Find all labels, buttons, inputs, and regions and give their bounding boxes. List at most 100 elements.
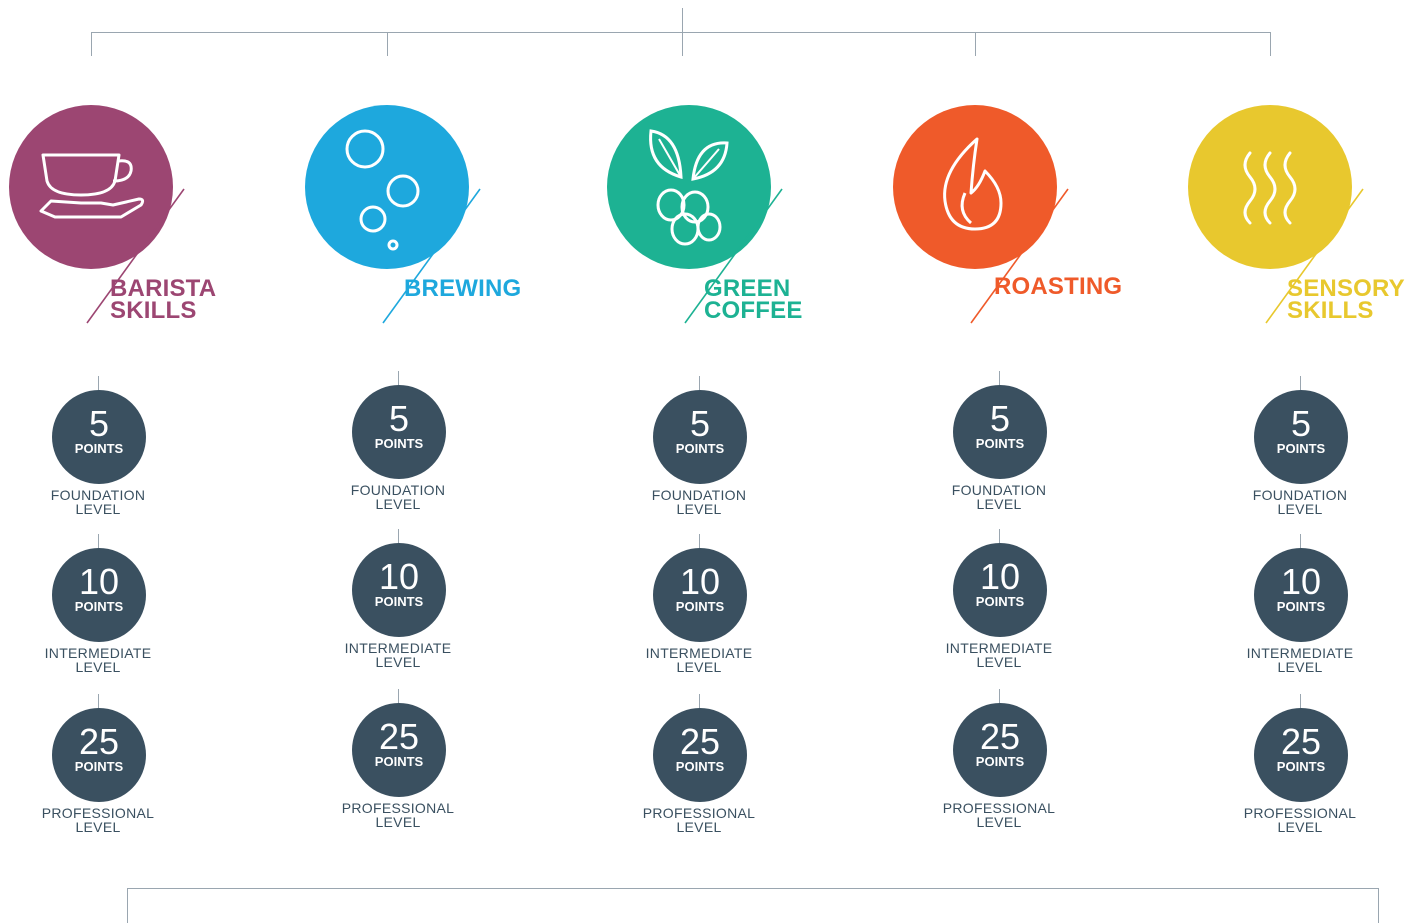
aroma-waves-icon xyxy=(1243,151,1297,225)
points-value: 10 xyxy=(679,561,721,602)
points-unit: POINTS xyxy=(975,594,1025,609)
level-connector-line xyxy=(98,534,99,548)
level-label-line2: LEVEL xyxy=(375,654,421,670)
level-connector-line xyxy=(699,694,700,708)
roasting-emblem-graphic xyxy=(893,105,1069,324)
level-label-line2: LEVEL xyxy=(75,659,121,675)
green-coffee-title-line2: COFFEE xyxy=(704,297,803,324)
level-connector-line xyxy=(699,534,700,548)
level-connector-line xyxy=(1300,534,1301,548)
points-value: 10 xyxy=(1280,561,1322,602)
bottom-drop-right xyxy=(1378,888,1379,923)
level-label-line1: FOUNDATION xyxy=(651,487,747,503)
leaves-and-beans-icon xyxy=(649,129,729,246)
top-bracket-line xyxy=(91,32,1271,33)
points-unit: POINTS xyxy=(74,441,124,456)
bottom-drop-left xyxy=(127,888,128,923)
level-label-line1: INTERMEDIATE xyxy=(344,640,452,656)
top-drop-line-4 xyxy=(975,32,976,56)
brewing-emblem-graphic xyxy=(305,105,481,324)
level-label-line1: INTERMEDIATE xyxy=(1246,645,1354,661)
level-label-line1: PROFESSIONAL xyxy=(341,800,455,816)
brewing-slash-line xyxy=(382,188,481,324)
points-unit: POINTS xyxy=(74,599,124,614)
brewing-emblem xyxy=(297,97,497,337)
level-label-line1: PROFESSIONAL xyxy=(1243,805,1357,821)
points-unit: POINTS xyxy=(975,436,1025,451)
level-label-line1: PROFESSIONAL xyxy=(41,805,155,821)
points-unit: POINTS xyxy=(675,441,725,456)
points-value: 5 xyxy=(989,398,1011,439)
brewing-title-line1: BREWING xyxy=(404,275,522,302)
green-coffee-slash-line xyxy=(684,188,783,324)
level-label-line2: LEVEL xyxy=(1277,501,1323,517)
level-label-line1: PROFESSIONAL xyxy=(642,805,756,821)
level-label-line2: LEVEL xyxy=(976,814,1022,830)
top-drop-line-1 xyxy=(91,32,92,56)
level-connector-line xyxy=(398,529,399,543)
bubbles-icon xyxy=(345,129,420,251)
level-label-line1: PROFESSIONAL xyxy=(942,800,1056,816)
level-label-line2: LEVEL xyxy=(676,819,722,835)
level-label-line1: INTERMEDIATE xyxy=(945,640,1053,656)
level-connector-line xyxy=(699,376,700,390)
barista-emblem-graphic xyxy=(9,105,185,324)
points-value: 25 xyxy=(78,721,120,762)
level-label-line2: LEVEL xyxy=(676,659,722,675)
level-connector-line xyxy=(1300,376,1301,390)
level-label-line1: FOUNDATION xyxy=(951,482,1047,498)
level-label-line2: LEVEL xyxy=(375,814,421,830)
level-connector-line xyxy=(999,371,1000,385)
points-unit: POINTS xyxy=(1276,599,1326,614)
points-value: 25 xyxy=(679,721,721,762)
roasting-emblem xyxy=(885,97,1085,337)
sensory-circle xyxy=(1188,105,1352,269)
level-connector-line xyxy=(1300,694,1301,708)
level-connector-line xyxy=(98,376,99,390)
level-label-line1: INTERMEDIATE xyxy=(44,645,152,661)
cup-on-hand-icon xyxy=(39,153,145,219)
points-value: 10 xyxy=(78,561,120,602)
level-label-line2: LEVEL xyxy=(75,501,121,517)
barista-title-line2: SKILLS xyxy=(110,297,197,324)
points-value: 5 xyxy=(388,398,410,439)
points-unit: POINTS xyxy=(1276,759,1326,774)
points-unit: POINTS xyxy=(1276,441,1326,456)
barista-emblem xyxy=(1,97,201,337)
points-value: 25 xyxy=(979,716,1021,757)
sensory-slash-line xyxy=(1265,188,1364,324)
top-drop-line-2 xyxy=(387,32,388,56)
green-coffee-title-line1: GREEN xyxy=(704,275,791,302)
roasting-title-line1: ROASTING xyxy=(994,273,1123,300)
